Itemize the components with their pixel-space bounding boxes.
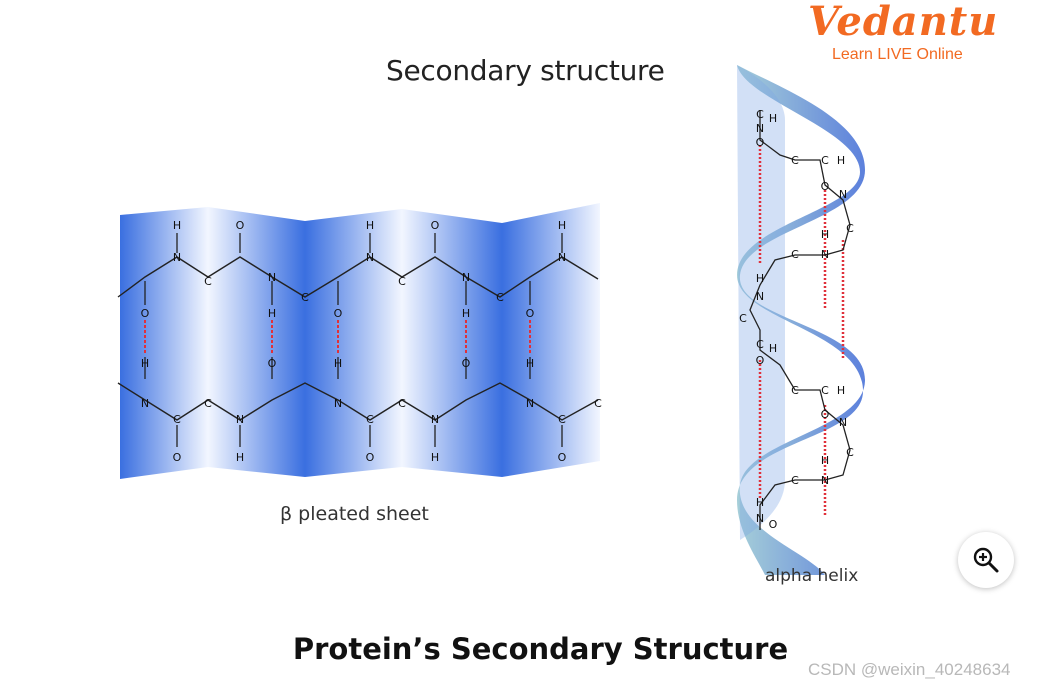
atom-label: H bbox=[837, 154, 845, 167]
alpha-helix-label: alpha helix bbox=[765, 566, 859, 586]
atom-label: N bbox=[756, 512, 764, 525]
zoom-in-icon bbox=[973, 547, 999, 573]
atom-label: C bbox=[173, 413, 181, 426]
sheet-pleat bbox=[120, 207, 208, 479]
atom-label: N bbox=[526, 397, 534, 410]
atom-label: H bbox=[756, 496, 764, 509]
sheet-pleat bbox=[502, 203, 600, 477]
upper-strand-backbone bbox=[117, 256, 599, 298]
atom-label: C bbox=[558, 413, 566, 426]
atom-label: N bbox=[366, 251, 374, 264]
atom-label: O bbox=[462, 357, 471, 370]
atom-label: C bbox=[398, 275, 406, 288]
atom-label: O bbox=[769, 518, 778, 531]
atom-label: O bbox=[366, 451, 375, 464]
atom-label: C bbox=[366, 413, 374, 426]
atom-label: H bbox=[821, 454, 829, 467]
atom-label: N bbox=[839, 416, 847, 429]
atom-label: C bbox=[594, 397, 602, 410]
beta-sheet-label: β pleated sheet bbox=[280, 503, 429, 525]
atom-label: C bbox=[496, 291, 504, 304]
atom-label: N bbox=[431, 413, 439, 426]
atom-label: H bbox=[366, 219, 374, 232]
hydrogen-bonds bbox=[144, 320, 531, 353]
atom-label: H bbox=[769, 112, 777, 125]
atom-label: C bbox=[791, 474, 799, 487]
atom-label: O bbox=[558, 451, 567, 464]
atom-label: H bbox=[431, 451, 439, 464]
atom-label: H bbox=[821, 228, 829, 241]
atom-label: C bbox=[756, 108, 764, 121]
atom-label: H bbox=[141, 357, 149, 370]
atom-label: C bbox=[846, 222, 854, 235]
figure-caption: Protein’s Secondary Structure bbox=[292, 632, 789, 666]
hydrogen-bonds bbox=[758, 145, 845, 515]
atom-label: N bbox=[173, 251, 181, 264]
atom-label: C bbox=[846, 446, 854, 459]
atom-label: H bbox=[334, 357, 342, 370]
atom-label: C bbox=[791, 384, 799, 397]
atom-label: N bbox=[821, 474, 829, 487]
beta-pleated-sheet-figure: H O H O H N C N C N C N C N O H O H O H … bbox=[117, 203, 602, 479]
atom-label: C bbox=[821, 384, 829, 397]
atom-label: C bbox=[821, 154, 829, 167]
atom-label: O bbox=[756, 136, 765, 149]
logo-wordmark: Vedantu bbox=[808, 0, 999, 45]
atom-label: O bbox=[821, 408, 830, 421]
sheet-pleat bbox=[402, 209, 502, 477]
helix-backbone bbox=[749, 110, 851, 530]
atom-label: N bbox=[334, 397, 342, 410]
atom-label: N bbox=[756, 122, 764, 135]
atom-label: H bbox=[837, 384, 845, 397]
alpha-helix-figure: C H N O C C H O N C H N C H N C C H O C … bbox=[737, 65, 865, 575]
watermark: CSDN @weixin_40248634 bbox=[808, 660, 1011, 679]
atom-label: C bbox=[204, 397, 212, 410]
atom-label: O bbox=[526, 307, 535, 320]
helix-ribbon-back bbox=[737, 65, 785, 540]
atom-label: C bbox=[398, 397, 406, 410]
atom-label: C bbox=[791, 154, 799, 167]
atom-label: C bbox=[739, 312, 747, 325]
atom-label: C bbox=[301, 291, 309, 304]
sheet-pleat bbox=[305, 209, 402, 477]
atom-label: H bbox=[756, 272, 764, 285]
atom-label: O bbox=[173, 451, 182, 464]
diagram-title: Secondary structure bbox=[386, 54, 665, 87]
atom-label: C bbox=[791, 248, 799, 261]
atom-label: C bbox=[756, 338, 764, 351]
atom-label: O bbox=[268, 357, 277, 370]
atom-label: O bbox=[236, 219, 245, 232]
atom-label: O bbox=[141, 307, 150, 320]
atom-label: N bbox=[462, 271, 470, 284]
helix-ribbon bbox=[737, 65, 865, 575]
atom-label: H bbox=[268, 307, 276, 320]
zoom-in-button[interactable] bbox=[958, 532, 1014, 588]
atom-label: N bbox=[756, 290, 764, 303]
atom-label: N bbox=[268, 271, 276, 284]
atom-label: C bbox=[204, 275, 212, 288]
lower-strand-backbone bbox=[117, 382, 599, 421]
atom-label: H bbox=[526, 357, 534, 370]
atom-label: N bbox=[236, 413, 244, 426]
atom-label: N bbox=[141, 397, 149, 410]
atom-label: O bbox=[334, 307, 343, 320]
atom-label: H bbox=[173, 219, 181, 232]
atom-label: H bbox=[462, 307, 470, 320]
atom-label: N bbox=[558, 251, 566, 264]
logo-tagline: Learn LIVE Online bbox=[832, 46, 963, 63]
atom-label: O bbox=[431, 219, 440, 232]
atom-label: H bbox=[236, 451, 244, 464]
atom-label: N bbox=[821, 248, 829, 261]
atom-label: N bbox=[839, 188, 847, 201]
atom-label: O bbox=[821, 180, 830, 193]
sheet-pleat bbox=[208, 207, 305, 477]
atom-label: H bbox=[769, 342, 777, 355]
atom-label: O bbox=[756, 354, 765, 367]
atom-label: H bbox=[558, 219, 566, 232]
